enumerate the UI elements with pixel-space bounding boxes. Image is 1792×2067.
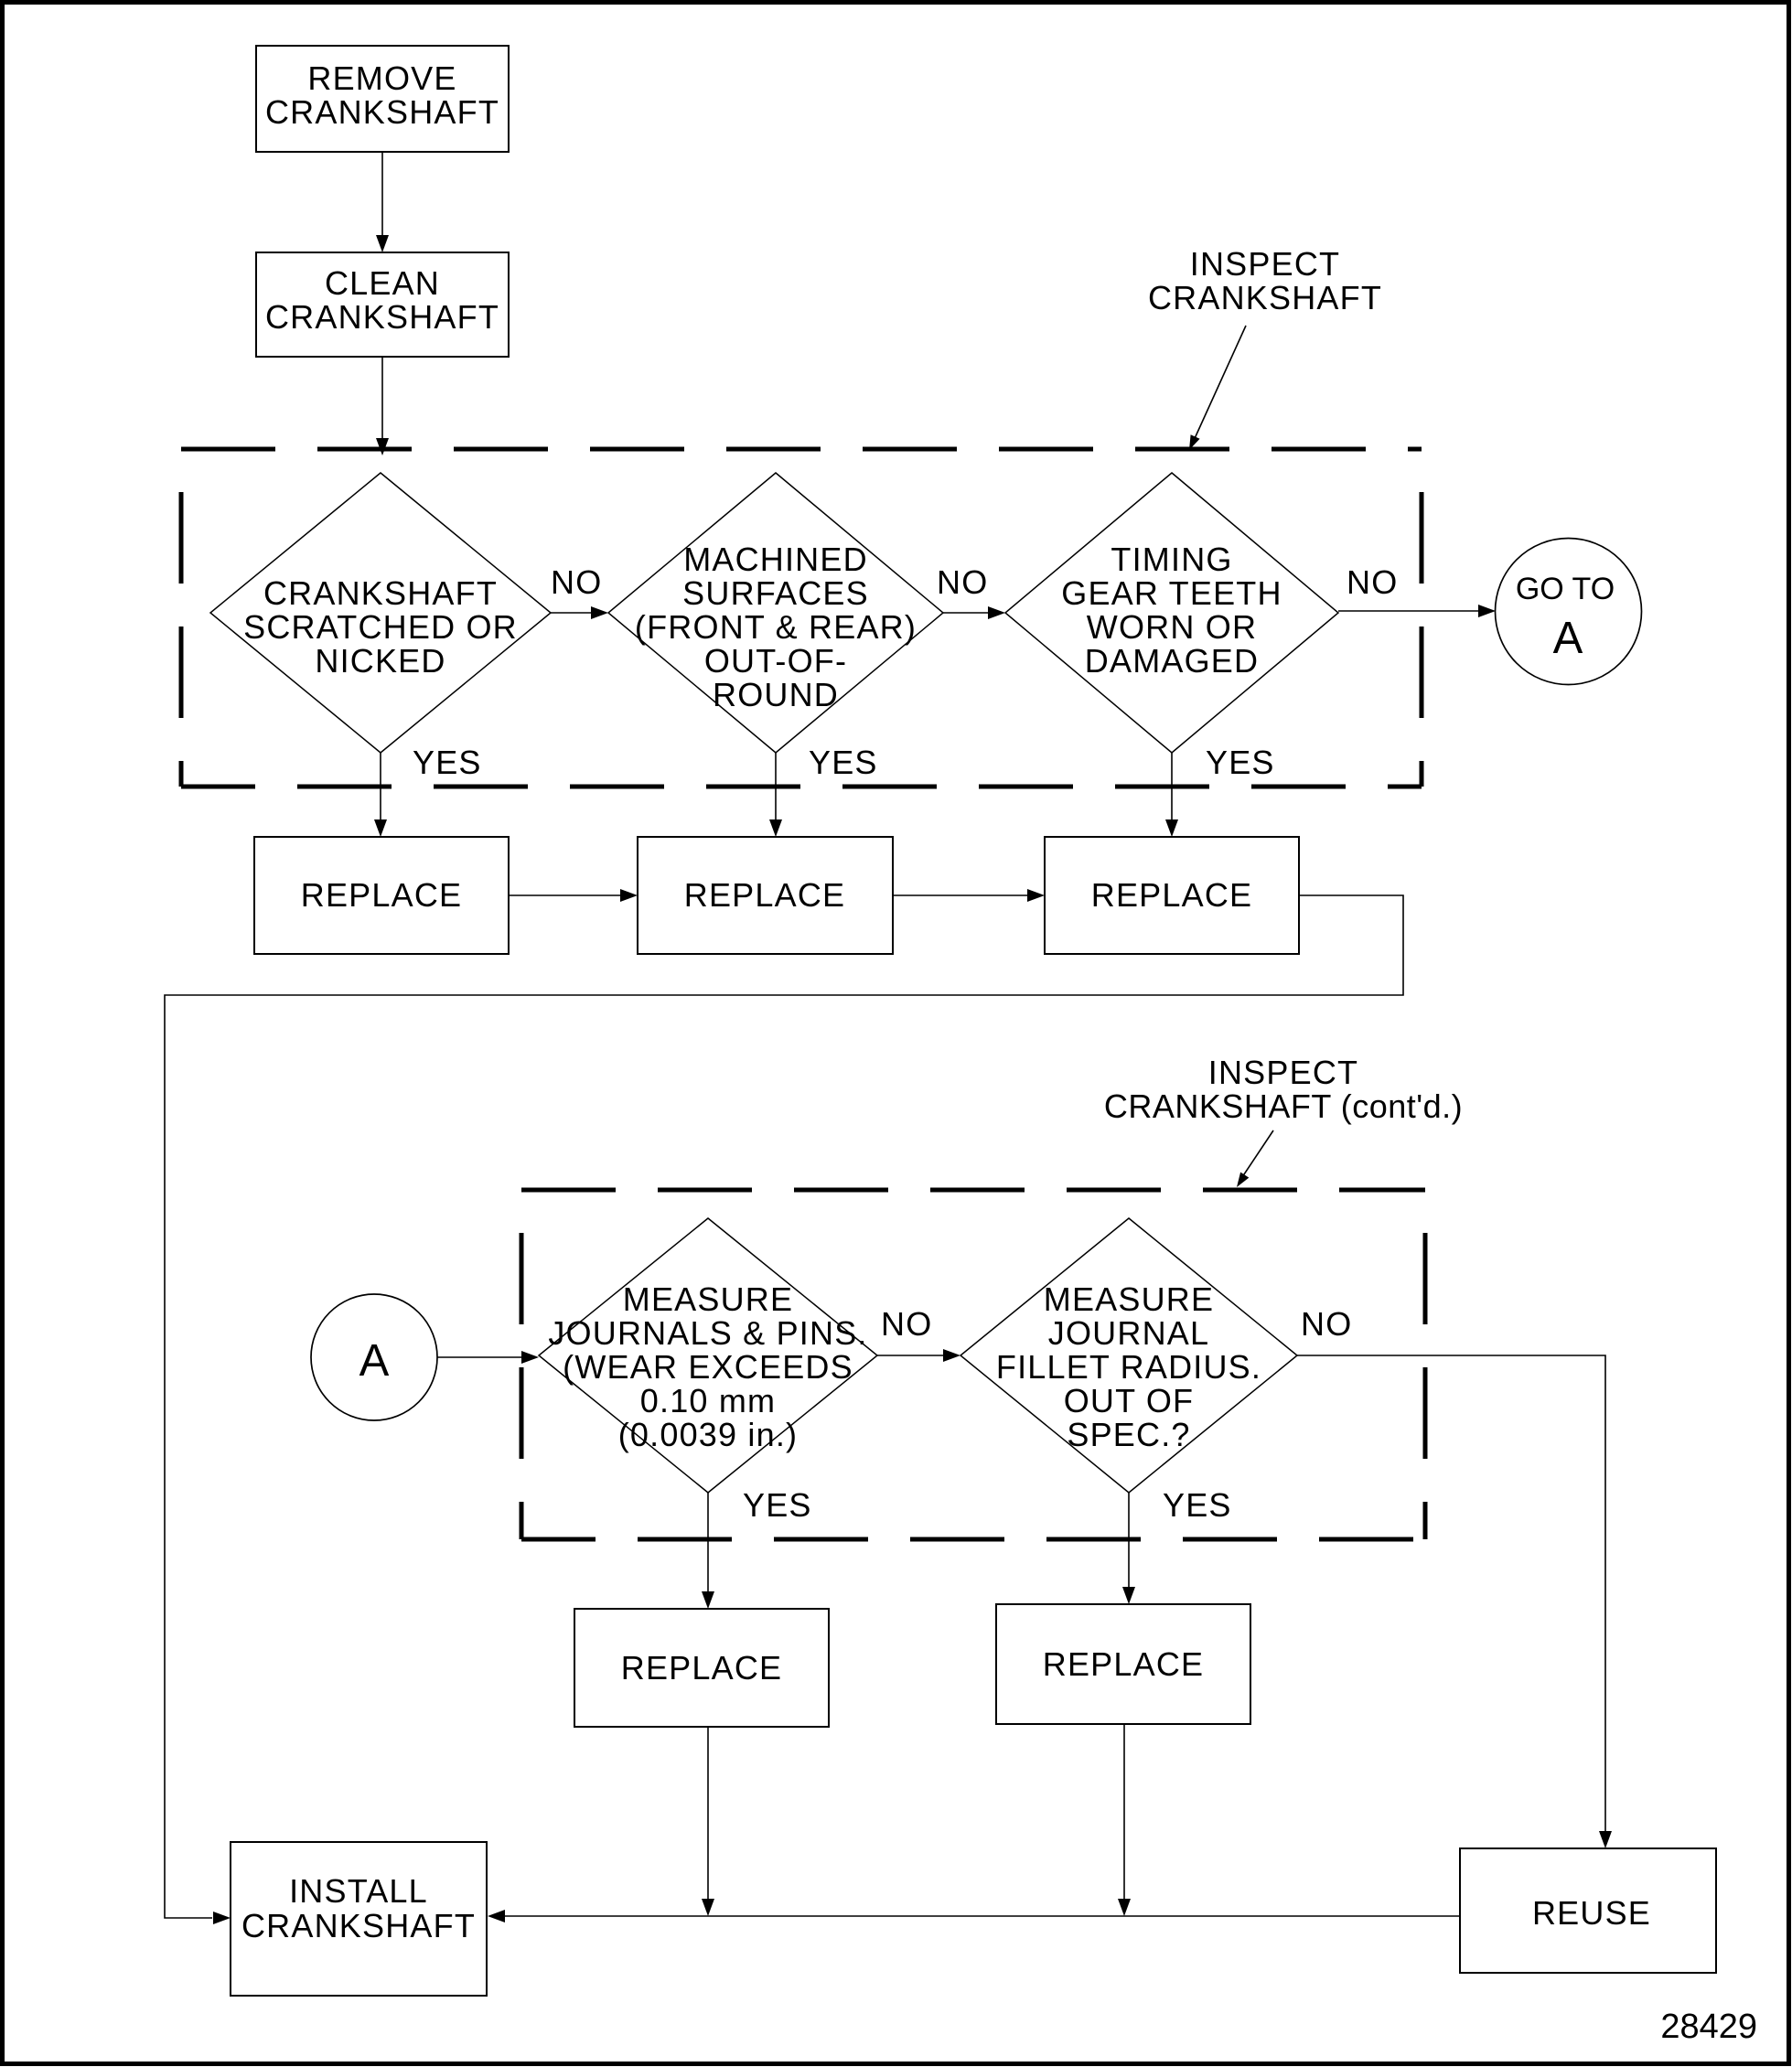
svg-text:CRANKSHAFT: CRANKSHAFT <box>265 93 499 131</box>
svg-text:YES: YES <box>1206 744 1275 781</box>
svg-text:NICKED: NICKED <box>315 642 445 680</box>
svg-text:TIMING: TIMING <box>1111 541 1232 578</box>
svg-text:INSPECT: INSPECT <box>1208 1054 1358 1091</box>
svg-text:CLEAN: CLEAN <box>325 264 440 302</box>
svg-text:REUSE: REUSE <box>1532 1894 1651 1932</box>
svg-text:REPLACE: REPLACE <box>1091 876 1252 914</box>
svg-text:REMOVE: REMOVE <box>307 59 456 97</box>
svg-text:YES: YES <box>743 1486 812 1524</box>
svg-text:INSPECT: INSPECT <box>1190 245 1340 283</box>
svg-text:FILLET RADIUS.: FILLET RADIUS. <box>996 1348 1261 1386</box>
svg-text:0.10 mm: 0.10 mm <box>640 1382 776 1419</box>
svg-text:CRANKSHAFT: CRANKSHAFT <box>241 1907 476 1944</box>
svg-text:SCRATCHED OR: SCRATCHED OR <box>243 608 518 646</box>
svg-text:INSTALL: INSTALL <box>289 1872 428 1910</box>
svg-text:CRANKSHAFT: CRANKSHAFT <box>1148 279 1382 316</box>
svg-text:MEASURE: MEASURE <box>623 1280 793 1318</box>
svg-text:OUT-OF-: OUT-OF- <box>704 642 847 680</box>
svg-text:GEAR TEETH: GEAR TEETH <box>1061 574 1282 612</box>
svg-text:JOURNALS & PINS.: JOURNALS & PINS. <box>548 1314 867 1352</box>
svg-text:NO: NO <box>1301 1305 1352 1343</box>
svg-text:GO TO: GO TO <box>1516 572 1615 606</box>
svg-text:YES: YES <box>413 744 482 781</box>
svg-text:YES: YES <box>809 744 878 781</box>
svg-text:REPLACE: REPLACE <box>621 1649 782 1687</box>
svg-text:NO: NO <box>881 1305 932 1343</box>
svg-text:NO: NO <box>937 563 988 601</box>
svg-text:REPLACE: REPLACE <box>1043 1645 1204 1683</box>
svg-text:28429: 28429 <box>1660 2008 1757 2046</box>
svg-text:CRANKSHAFT: CRANKSHAFT <box>265 298 499 336</box>
svg-text:JOURNAL: JOURNAL <box>1048 1314 1209 1352</box>
svg-text:SURFACES: SURFACES <box>682 574 869 612</box>
svg-text:REPLACE: REPLACE <box>684 876 845 914</box>
svg-text:DAMAGED: DAMAGED <box>1085 642 1259 680</box>
svg-text:CRANKSHAFT (cont'd.): CRANKSHAFT (cont'd.) <box>1104 1087 1463 1125</box>
svg-text:REPLACE: REPLACE <box>301 876 462 914</box>
svg-text:A: A <box>359 1336 390 1386</box>
svg-text:OUT OF: OUT OF <box>1064 1382 1195 1419</box>
svg-text:A: A <box>1553 614 1583 663</box>
svg-text:NO: NO <box>1347 563 1398 601</box>
svg-text:WORN OR: WORN OR <box>1087 608 1257 646</box>
svg-text:MACHINED: MACHINED <box>683 541 868 578</box>
svg-text:(WEAR EXCEEDS: (WEAR EXCEEDS <box>563 1348 853 1386</box>
svg-text:YES: YES <box>1163 1486 1232 1524</box>
svg-text:NO: NO <box>551 563 602 601</box>
svg-text:ROUND: ROUND <box>713 676 839 713</box>
svg-text:CRANKSHAFT: CRANKSHAFT <box>263 574 498 612</box>
svg-text:MEASURE: MEASURE <box>1044 1280 1214 1318</box>
svg-text:(0.0039 in.): (0.0039 in.) <box>618 1416 799 1453</box>
svg-text:(FRONT & REAR): (FRONT & REAR) <box>635 608 917 646</box>
svg-text:SPEC.?: SPEC.? <box>1067 1416 1190 1453</box>
